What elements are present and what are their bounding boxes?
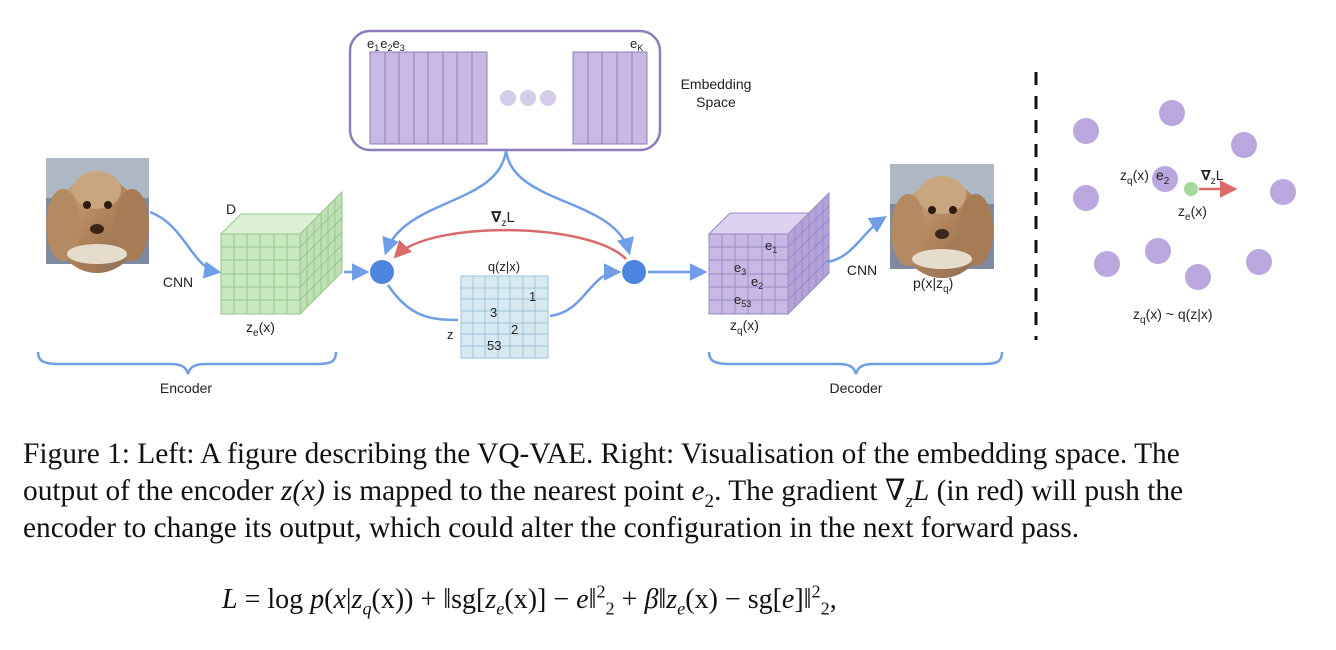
- cube-label-e3: e3: [734, 260, 746, 277]
- caption-text: output of the encoder: [23, 475, 281, 507]
- z-axis-label: z: [447, 327, 454, 342]
- posterior-cell-3: 3: [490, 305, 497, 320]
- caption-math-zx: z(x): [280, 475, 325, 507]
- caption-math-sub: z: [905, 490, 913, 512]
- eq-part: 2: [820, 598, 830, 619]
- embedding-points: [1073, 100, 1296, 290]
- eq-part: = log: [237, 584, 311, 615]
- eq-part: |: [345, 584, 352, 615]
- cube-label-e1: e1: [765, 238, 777, 255]
- viz-e2-label: e2: [1156, 167, 1170, 187]
- decoder-cnn-label: CNN: [847, 262, 877, 278]
- eq-part: ‖: [658, 584, 667, 615]
- eq-part: p: [310, 584, 325, 615]
- cube-label-e53: e53: [734, 292, 751, 309]
- embedding-space-label-2: Space: [696, 94, 736, 110]
- eq-part: (x) − sg[: [685, 584, 782, 615]
- encoder-cnn-label: CNN: [163, 274, 193, 290]
- eq-part: e: [496, 598, 505, 619]
- eq-part: e: [677, 598, 686, 619]
- zq-label: zq(x): [730, 317, 759, 337]
- embedding-code-k-label: eK: [630, 36, 643, 53]
- posterior-cell-53: 53: [487, 338, 501, 353]
- eq-part: z: [351, 584, 363, 615]
- loss-equation: L = log p(x|zq(x)) + ‖sg[ze(x)] − e‖22 +…: [222, 581, 837, 619]
- eq-part: z: [485, 584, 497, 615]
- embedding-code-labels: e1e2e3: [367, 36, 405, 53]
- posterior-grid: [460, 275, 549, 359]
- vq-vae-figure: e1e2e3 eK Embedding Space: [36, 29, 1296, 396]
- eq-part: (x)] −: [504, 584, 577, 615]
- depth-label: D: [226, 201, 236, 217]
- figure-caption: Figure 1: Left: A figure describing the …: [23, 436, 1323, 547]
- decoder-input-cube: [707, 191, 831, 316]
- eq-part: ‖: [588, 584, 597, 615]
- embedding-block-left: [369, 51, 488, 145]
- eq-part: e: [576, 584, 589, 615]
- encoder-brace: [36, 351, 338, 375]
- caption-line-3: encoder to change its output, which coul…: [23, 512, 1080, 544]
- quantize-node-out: [622, 260, 646, 284]
- decoder-label: Decoder: [830, 380, 883, 396]
- eq-part: (x)) + ‖sg[: [371, 584, 486, 615]
- eq-part: (: [324, 584, 334, 615]
- encoder-output-cube: [219, 190, 344, 316]
- caption-math-sub: 2: [704, 490, 715, 512]
- embedding-block-right: [572, 51, 648, 145]
- eq-part: e: [781, 584, 795, 615]
- ellipsis-dots: [500, 90, 556, 106]
- caption-text: . The gradient: [714, 475, 885, 507]
- eq-part: 2: [605, 598, 615, 619]
- viz-sample-label: zq(x) ~ q(z|x): [1133, 306, 1213, 326]
- encoder-label: Encoder: [160, 380, 212, 396]
- caption-text: (in red) will push the: [929, 475, 1184, 507]
- caption-math-nabla: ∇: [884, 475, 906, 507]
- caption-math-e: e: [691, 475, 705, 507]
- caption-line-2: output of the encoder z(x) is mapped to …: [23, 473, 1323, 512]
- ze-label: ze(x): [246, 319, 275, 339]
- output-dog-image: [890, 164, 994, 278]
- px-given-zq-label: p(x|zq): [913, 275, 953, 295]
- decoder-brace: [707, 351, 1004, 375]
- encoder-output-point: [1184, 182, 1198, 196]
- input-dog-image: [46, 158, 149, 273]
- eq-part: z: [666, 584, 678, 615]
- caption-line-1: Figure 1: Left: A figure describing the …: [23, 438, 1180, 470]
- eq-part: q: [362, 598, 372, 619]
- eq-part: 2: [811, 581, 821, 602]
- eq-part: β: [644, 584, 659, 615]
- viz-gradient-label: ∇zL: [1201, 167, 1224, 187]
- posterior-cell-2: 2: [511, 322, 518, 337]
- cube-label-e2: e2: [751, 274, 763, 291]
- gradient-arrow: [393, 228, 627, 260]
- caption-math-L: L: [912, 475, 930, 507]
- eq-part: ,: [829, 584, 837, 615]
- eq-part: 2: [596, 581, 606, 602]
- viz-zq-label: zq(x): [1120, 167, 1149, 187]
- embedding-space-box: e1e2e3 eK: [348, 29, 662, 152]
- eq-part: +: [614, 584, 645, 615]
- caption-text: is mapped to the nearest point: [324, 475, 692, 507]
- embedding-space-label-1: Embedding: [681, 76, 752, 92]
- eq-part: x: [333, 584, 346, 615]
- eq-part: L: [222, 584, 238, 615]
- quantize-node-in: [370, 260, 394, 284]
- viz-ze-label: ze(x): [1178, 203, 1207, 223]
- gradient-label: ∇zL: [491, 209, 515, 229]
- posterior-title: q(z|x): [488, 259, 520, 274]
- flow-arrows: [149, 149, 887, 322]
- eq-part: ]‖: [794, 584, 812, 615]
- posterior-cell-1: 1: [529, 289, 536, 304]
